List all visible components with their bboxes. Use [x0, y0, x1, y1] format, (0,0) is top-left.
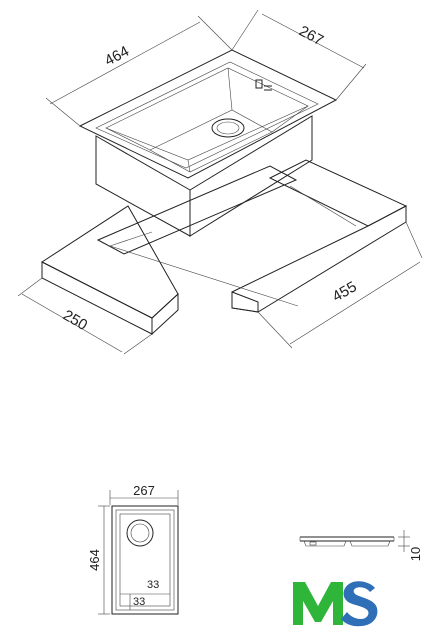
- brand-logo: MS: [293, 581, 378, 637]
- dim-width-iso: 267: [231, 9, 367, 101]
- overflow-icon: [255, 79, 272, 91]
- dim-cabinet-width: 455: [257, 221, 423, 349]
- dim-cabinet-width-label: 455: [330, 278, 360, 305]
- cabinet-frame: [41, 159, 408, 336]
- sink-bowl: [78, 49, 338, 237]
- side-view: 10: [299, 530, 423, 561]
- logo-letter-m: [293, 582, 343, 625]
- plan-drain-icon: [126, 519, 154, 547]
- logo-letter-s: [341, 581, 378, 627]
- plan-dim-offset-a-label: 33: [147, 579, 159, 591]
- plan-dim-offset-b-label: 33: [133, 596, 145, 608]
- dim-cabinet-depth-label: 250: [60, 307, 90, 334]
- plan-dim-width-label: 267: [133, 483, 155, 498]
- dim-cabinet-depth: 250: [17, 277, 153, 355]
- dim-length-iso: 464: [45, 15, 233, 127]
- plan-dim-length-label: 464: [87, 549, 102, 571]
- side-dim-thickness-label: 10: [408, 547, 423, 561]
- logo-text: MS: [335, 635, 337, 637]
- isometric-view: 464 267 455 250: [17, 9, 423, 355]
- drain-icon: [211, 118, 245, 138]
- plan-view: 267 464 33 33: [87, 483, 179, 615]
- dim-length-label: 464: [102, 43, 132, 70]
